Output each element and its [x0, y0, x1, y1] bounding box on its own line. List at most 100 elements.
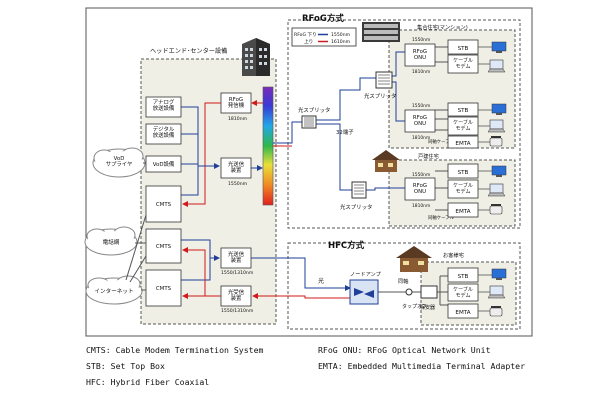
tap-off-icon	[405, 288, 413, 296]
headend-title: ヘッドエンド･センター設備	[150, 47, 227, 55]
line-cmts1-to-bus	[181, 166, 199, 196]
hfc-fiber-label: 光	[318, 277, 324, 285]
pc-icon-3-keyboard	[487, 192, 506, 197]
phone-icon-1	[489, 137, 503, 147]
coax-label-2: 同軸ケーブル	[428, 214, 455, 221]
phone-network-label: 電話網	[103, 238, 120, 246]
line-cmts-to-optx2	[181, 239, 220, 261]
line-rfog-tx-to-cmts	[182, 102, 221, 207]
wavelength-1550-1310-label-a: 1550/1310nm	[221, 270, 254, 276]
hfc-emta-label: EMTA	[455, 310, 470, 316]
cmts-label-2: CMTS	[156, 244, 172, 250]
stb-box-2	[447, 102, 479, 117]
rfog-panel	[287, 19, 521, 229]
digital-broadcast-label: デジタル放送設備	[153, 125, 175, 139]
modem-label-3: ケーブルモデム	[453, 182, 473, 195]
rfog-onu-1	[404, 43, 436, 67]
cmts-box-2	[145, 228, 182, 264]
house-icon	[372, 150, 400, 172]
phone-icon-2	[489, 205, 503, 215]
pc-icon-1	[489, 59, 504, 70]
tv-icon-hfc-stand	[496, 278, 502, 280]
legend-onu: RFoG ONU: RFoG Optical Network Unit	[318, 345, 491, 355]
legend-cmts: CMTS: Cable Modem Termination System	[86, 345, 264, 355]
fiber-house-to-onu3	[366, 187, 405, 191]
line-oprx-to-cmts	[182, 247, 221, 297]
line-analog-to-optx	[181, 106, 220, 169]
optical-transmitter-label-1: 光送信装置	[228, 160, 245, 174]
tv-icon-3	[491, 165, 507, 176]
line-cmts3-to-optx2	[181, 258, 211, 281]
phone-network-cloud: 電話網	[84, 226, 138, 256]
coax-label-1: 同軸ケーブル	[428, 138, 455, 145]
wavelength-1810-label: 1810nm	[228, 116, 248, 122]
wdm-rainbow-bar	[262, 86, 274, 206]
tv-icon-1-stand	[496, 51, 502, 53]
analog-broadcast-label: アナログ放送設備	[153, 98, 175, 112]
legend-hfc: HFC: Hybrid Fiber Coaxial	[86, 377, 210, 387]
wavelength-1550-1310-label-b: 1550/1310nm	[221, 308, 254, 314]
tv-icon-2	[491, 103, 507, 114]
legend-stb: STB: Set Top Box	[86, 361, 165, 371]
internet-cloud: インターネット	[85, 275, 143, 305]
stb-label-1: STB	[458, 46, 469, 52]
apt-splitter-label: 光スプリッタ	[364, 92, 396, 100]
onu1-1550-label: 1550nm	[412, 37, 430, 43]
house-splitter-icon	[351, 181, 367, 199]
tv-icon-2-stand	[496, 113, 502, 115]
onu2-1550-label: 1550nm	[412, 103, 430, 109]
fiber-apt-to-onu1	[392, 51, 405, 77]
rfog-legend-down-label: RFoG 下り	[294, 32, 317, 38]
customer-house-icon	[396, 246, 432, 272]
modem-label-1: ケーブルモデム	[453, 57, 473, 70]
rfog-legend-down-value: 1550nm	[331, 32, 351, 38]
pc-icon-hfc	[489, 285, 504, 296]
cmts-label-3: CMTS	[156, 286, 172, 292]
hfc-stb-label: STB	[458, 274, 469, 280]
internet-label: インターネット	[94, 287, 133, 295]
mansion-building-icon	[362, 22, 400, 42]
hfc-tap-label: タップオフ	[402, 303, 427, 310]
tv-icon-hfc	[491, 268, 507, 279]
onu3-1550-label: 1550nm	[412, 172, 430, 178]
outer-frame	[85, 7, 533, 337]
rfog-onu-3	[404, 177, 436, 201]
optical-receiver-label: 光受信装置	[228, 288, 245, 302]
customer-home-title: お客様宅	[443, 251, 464, 259]
hfc-fiber-up	[252, 293, 350, 299]
hfc-modem-label: ケーブルモデム	[453, 286, 473, 299]
onu3-1810-label: 1810nm	[412, 203, 430, 209]
tv-icon-3-stand	[496, 175, 502, 177]
emta-label-1: EMTA	[455, 141, 470, 147]
mansion-title: 集合住宅(マンション)	[417, 23, 468, 31]
rfog-title: RFoG方式	[302, 13, 344, 24]
emta-label-2: EMTA	[455, 209, 470, 215]
rfog-onu-2	[404, 109, 436, 133]
node-amplifier-icon	[349, 279, 379, 305]
hfc-fiber-down	[251, 257, 351, 291]
pc-icon-2-keyboard	[487, 128, 506, 133]
modem-label-2: ケーブルモデム	[453, 119, 473, 132]
hfc-modem-box	[447, 283, 479, 302]
pc-icon-2	[489, 119, 504, 130]
phone-icon-2-handset	[491, 204, 501, 206]
optical-transmitter-label-2: 光送信装置	[228, 250, 245, 264]
pc-icon-3	[489, 183, 504, 194]
fiber-apt-to-onu2	[392, 81, 405, 122]
cmts-box-3	[145, 269, 182, 307]
vod-equipment-label: VoD設備	[153, 160, 175, 168]
cmts-box-1	[145, 185, 182, 223]
main-splitter-port-count: 32端子	[336, 128, 354, 136]
rfog-wavelength-legend: RFoG 下り 1550nm 上り 1610nm	[291, 27, 357, 47]
tv-icon-1	[491, 41, 507, 52]
line-internet-to-cmts2	[129, 255, 147, 283]
stb-label-3: STB	[458, 170, 469, 176]
hfc-node-label: ノードアンプ	[350, 271, 382, 278]
wavelength-1550-label: 1550nm	[228, 181, 248, 187]
fiber-main-to-apt-splitter	[316, 77, 376, 121]
hfc-coax-label: 同軸	[398, 277, 408, 285]
